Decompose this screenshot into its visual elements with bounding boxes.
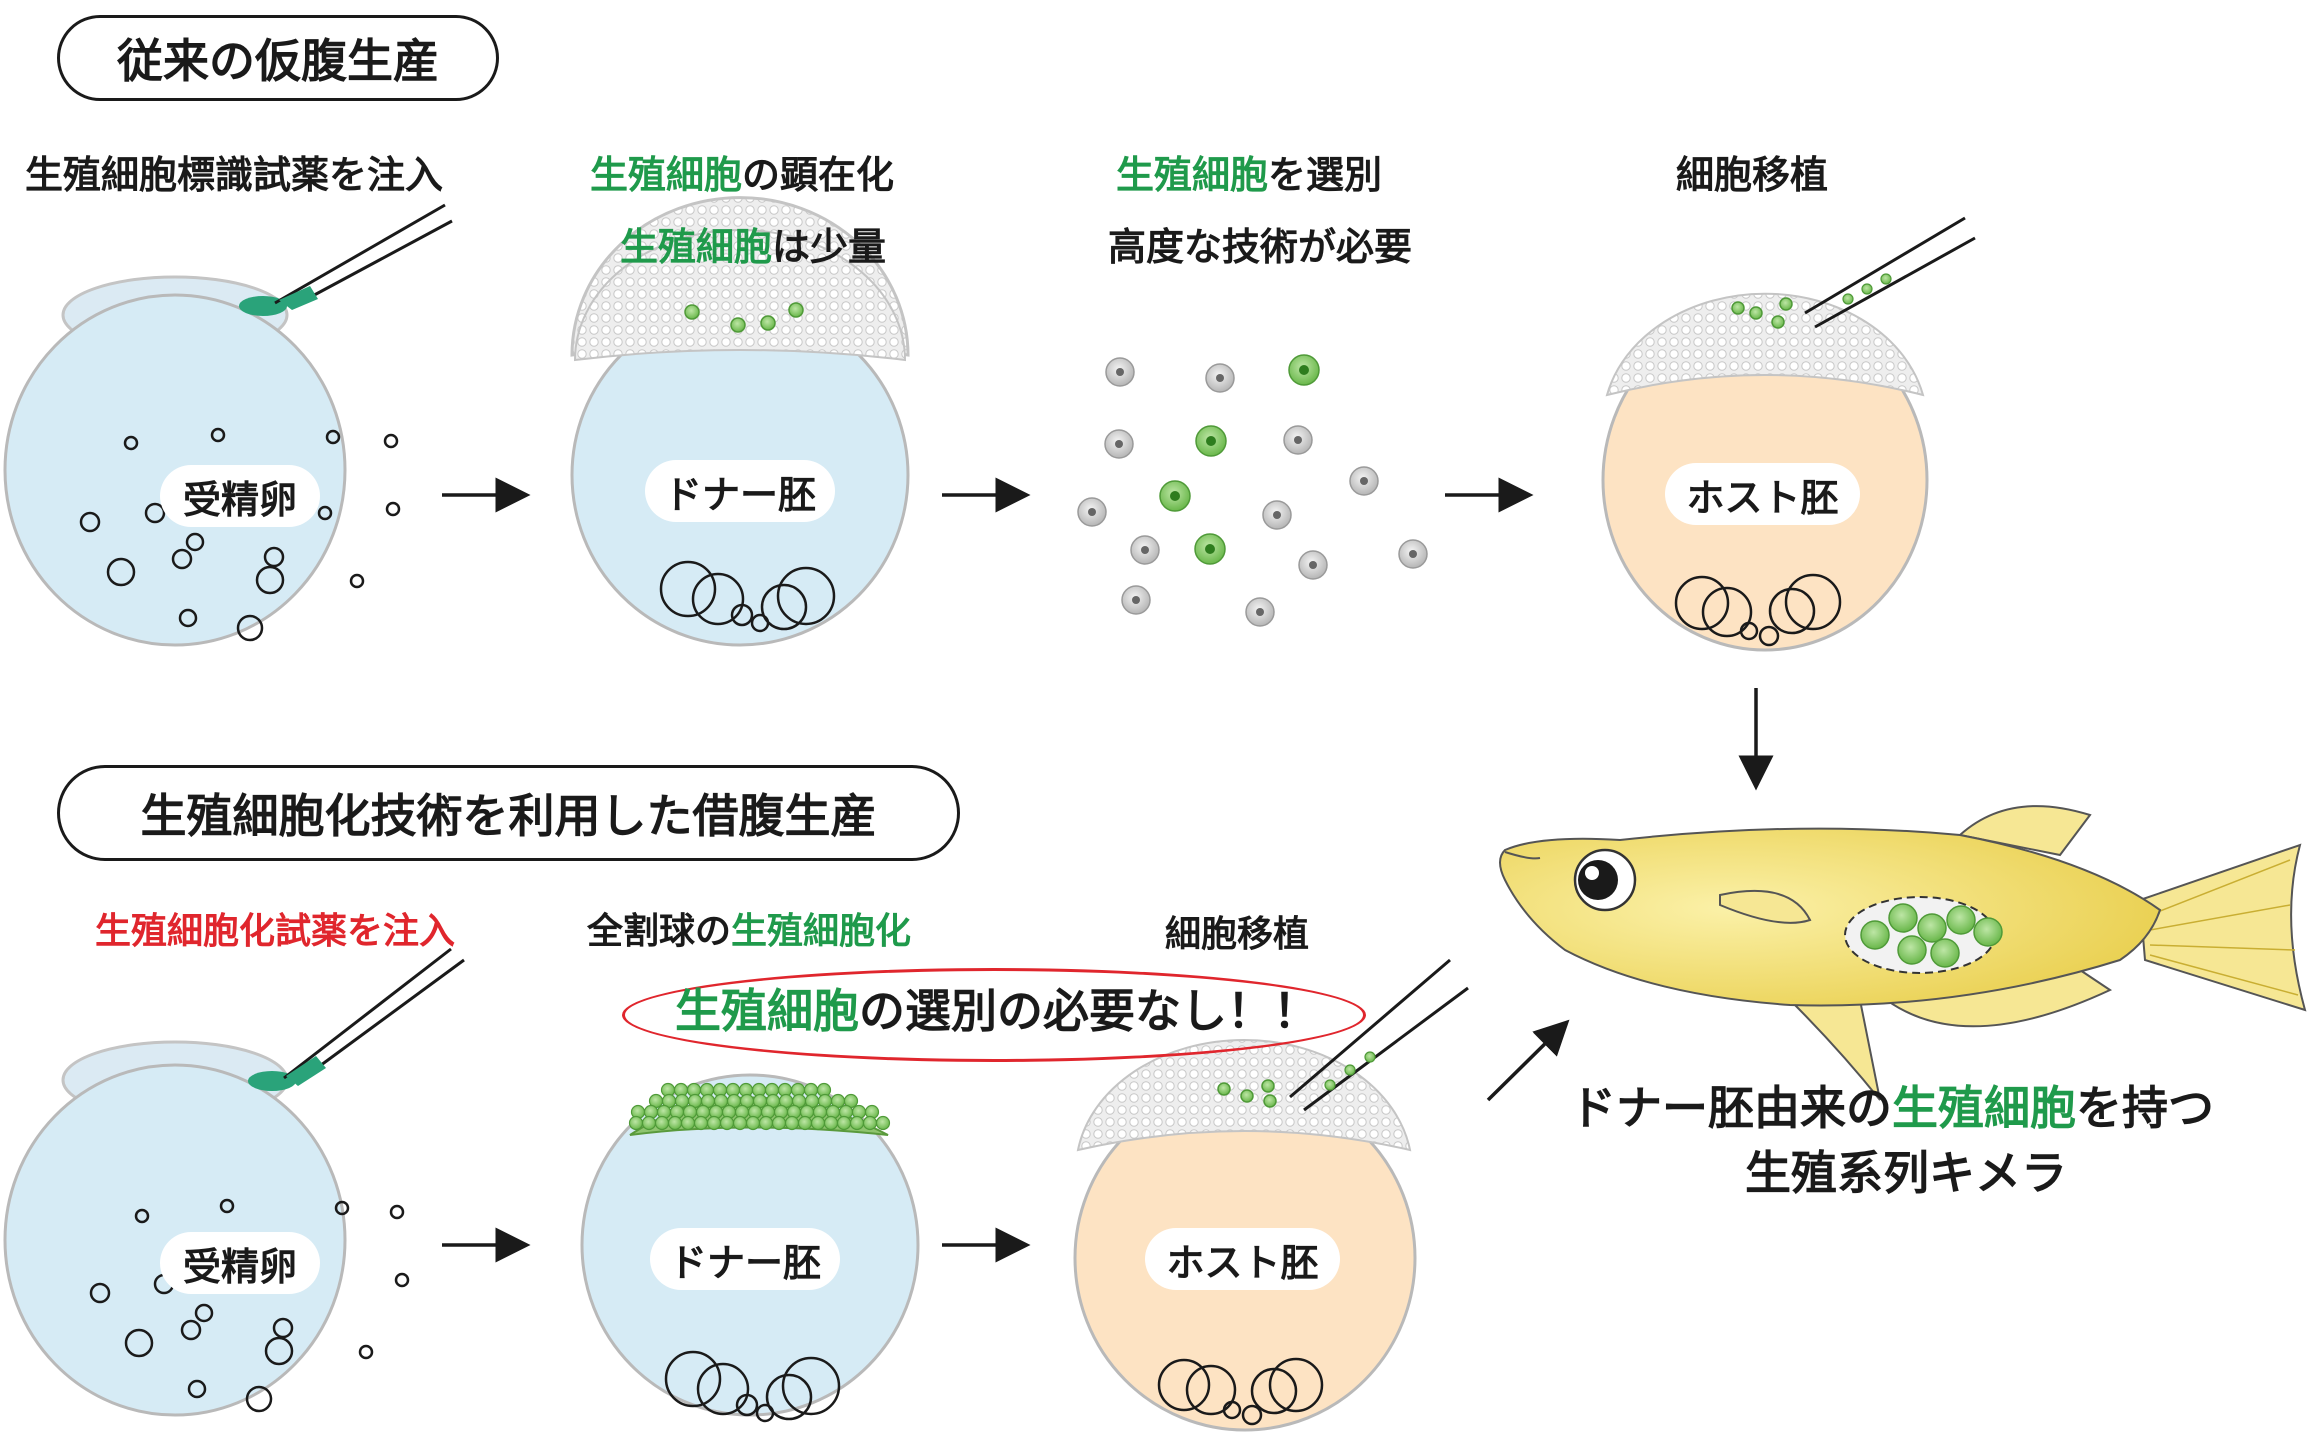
caption-top-step2: 生殖細胞の顕在化 <box>590 156 894 194</box>
caption-top-step2-note-rest: は少量 <box>772 225 887 269</box>
tag-donor-embryo-top: ドナー胚 <box>645 460 835 522</box>
section-title-germ-cell-text: 生殖細胞化技術を利用した借腹生産 <box>140 789 877 843</box>
caption-top-step2-rest: の顕在化 <box>742 153 895 197</box>
pipette-top-2 <box>1804 216 1976 329</box>
fertilized-egg-bottom <box>3 1040 410 1417</box>
green-cell <box>771 1115 787 1131</box>
tag-host-embryo-top: ホスト胚 <box>1665 463 1860 525</box>
result-line-1: ドナー胚由来の生殖細胞を持つ <box>1570 1085 2214 1131</box>
fertilized-egg-top <box>3 275 401 647</box>
green-cell <box>836 1115 852 1131</box>
green-cell <box>784 1115 800 1131</box>
green-cell <box>823 1115 839 1131</box>
caption-top-step4: 細胞移植 <box>1676 156 1828 194</box>
chimera-fish <box>1499 805 2307 1101</box>
green-cell <box>732 1115 748 1131</box>
caption-top-step3-rest: を選別 <box>1268 153 1383 197</box>
green-cell <box>719 1115 735 1131</box>
green-cell <box>797 1115 813 1131</box>
no-sorting-callout <box>622 968 1366 1062</box>
caption-top-step1-text: 生殖細胞標識試薬を注入 <box>25 153 444 197</box>
tag-fertilized-egg-top: 受精卵 <box>160 465 320 527</box>
caption-top-step2-green: 生殖細胞 <box>590 153 743 197</box>
tag-donor-embryo-bottom: ドナー胚 <box>650 1228 840 1290</box>
arrows <box>442 477 1774 1263</box>
green-cell <box>693 1115 709 1131</box>
green-cell <box>628 1115 644 1131</box>
green-cell <box>875 1115 891 1131</box>
green-cell <box>862 1115 878 1131</box>
tag-donor-embryo-top-text: ドナー胚 <box>663 472 816 517</box>
section-title-conventional-text: 従来の仮腹生産 <box>117 34 439 88</box>
pipette-bottom-2 <box>1289 958 1469 1112</box>
green-cell <box>706 1115 722 1131</box>
green-cell <box>667 1115 683 1131</box>
no-sorting-callout-text: 生殖細胞の選別の必要なし！！ <box>675 988 1319 1034</box>
result-line-2: 生殖系列キメラ <box>1745 1150 2067 1196</box>
section-title-conventional: 従来の仮腹生産 <box>57 15 499 101</box>
result-line-1-part2: を持つ <box>2076 1081 2214 1135</box>
caption-top-step3-green: 生殖細胞 <box>1116 153 1269 197</box>
caption-bottom-step2-rest: 全割球の <box>587 911 732 952</box>
caption-top-step2-note-green: 生殖細胞 <box>620 225 773 269</box>
tag-donor-embryo-bottom-text: ドナー胚 <box>668 1240 821 1285</box>
sorting-cells <box>1077 354 1428 627</box>
pipette-top-1 <box>274 203 453 310</box>
pipette-bottom-1 <box>283 947 465 1086</box>
arrow-diagonal <box>1486 1019 1570 1102</box>
green-cell <box>654 1115 670 1131</box>
no-sorting-callout-green: 生殖細胞 <box>675 984 859 1038</box>
green-cell-cluster <box>628 1082 891 1131</box>
caption-top-step3-note-text: 高度な技術が必要 <box>1108 225 1413 269</box>
result-line-2-text: 生殖系列キメラ <box>1745 1146 2067 1200</box>
caption-top-step3: 生殖細胞を選別 <box>1116 156 1382 194</box>
result-line-1-green: 生殖細胞 <box>1892 1081 2076 1135</box>
caption-top-step4-text: 細胞移植 <box>1676 153 1829 197</box>
donor-embryo-top <box>570 196 910 647</box>
green-cell <box>641 1115 657 1131</box>
tag-fertilized-egg-bottom-text: 受精卵 <box>182 1244 297 1289</box>
tag-host-embryo-bottom-text: ホスト胚 <box>1166 1240 1319 1285</box>
no-sorting-callout-rest: の選別の必要なし！！ <box>859 984 1319 1038</box>
green-cell <box>680 1115 696 1131</box>
caption-bottom-step3: 細胞移植 <box>1165 917 1309 953</box>
tag-fertilized-egg-top-text: 受精卵 <box>182 477 297 522</box>
green-cell <box>849 1115 865 1131</box>
caption-top-step3-note: 高度な技術が必要 <box>1108 228 1412 266</box>
result-line-1-part1: ドナー胚由来の <box>1570 1081 1892 1135</box>
caption-bottom-step2: 全割球の生殖細胞化 <box>587 914 911 950</box>
section-title-germ-cell: 生殖細胞化技術を利用した借腹生産 <box>57 765 960 861</box>
caption-bottom-step1: 生殖細胞化試薬を注入 <box>95 914 455 950</box>
tag-host-embryo-top-text: ホスト胚 <box>1686 475 1839 520</box>
caption-bottom-step2-green: 生殖細胞化 <box>731 911 912 952</box>
green-cell <box>745 1115 761 1131</box>
tag-host-embryo-bottom: ホスト胚 <box>1145 1228 1340 1290</box>
caption-top-step1: 生殖細胞標識試薬を注入 <box>25 156 443 194</box>
tag-fertilized-egg-bottom: 受精卵 <box>160 1232 320 1294</box>
caption-bottom-step1-text: 生殖細胞化試薬を注入 <box>95 911 456 952</box>
caption-top-step2-note: 生殖細胞は少量 <box>620 228 886 266</box>
caption-bottom-step3-text: 細胞移植 <box>1165 914 1310 955</box>
green-cell <box>810 1115 826 1131</box>
green-cell <box>758 1115 774 1131</box>
